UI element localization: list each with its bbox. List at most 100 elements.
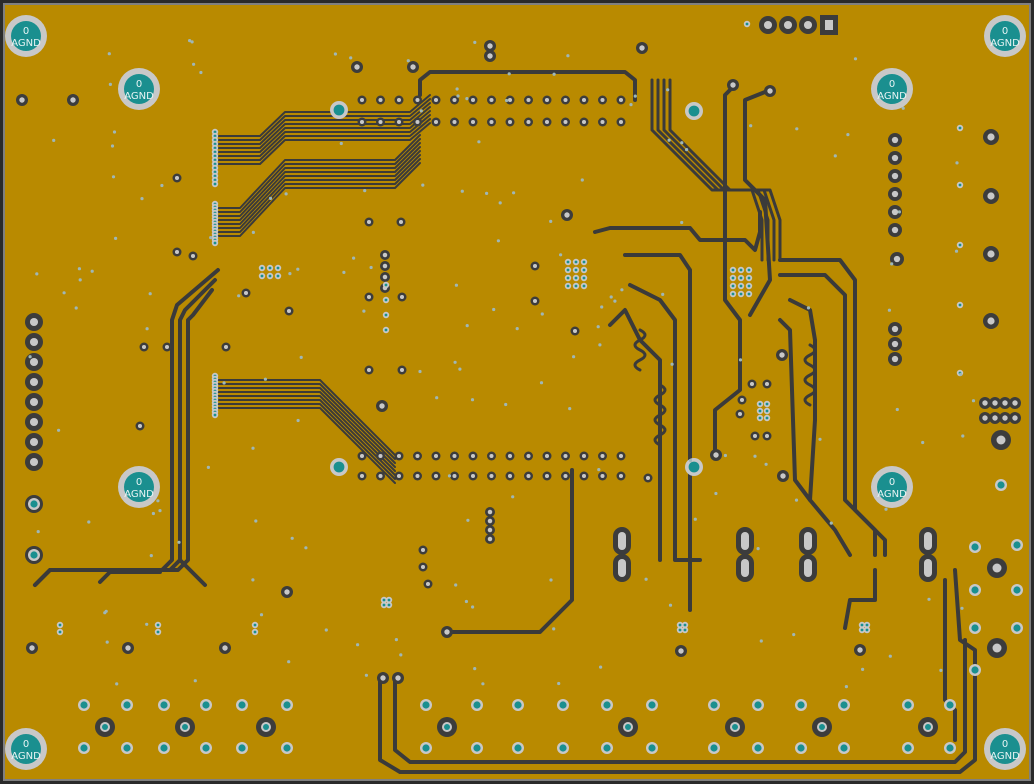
test-pad-center bbox=[971, 624, 979, 632]
copper-trace bbox=[33, 288, 214, 587]
via-drill bbox=[213, 241, 217, 245]
micro-via bbox=[222, 381, 226, 385]
pad-drill bbox=[29, 397, 39, 407]
micro-via bbox=[598, 343, 602, 347]
mounting-hole-name: AGND bbox=[11, 751, 41, 762]
pad-drill bbox=[780, 473, 786, 479]
oval-pad-drill bbox=[741, 559, 749, 577]
pad-drill bbox=[174, 175, 180, 181]
pad-drill bbox=[137, 423, 143, 429]
copper-trace bbox=[214, 150, 421, 225]
via-drill bbox=[213, 130, 217, 134]
pad-drill bbox=[749, 381, 755, 387]
pad-drill bbox=[399, 294, 405, 300]
via-drill bbox=[213, 146, 217, 150]
via-drill bbox=[156, 630, 160, 634]
pad-drill bbox=[452, 97, 457, 103]
test-pad-center bbox=[422, 744, 430, 752]
micro-via bbox=[566, 54, 570, 58]
test-pad-center bbox=[30, 551, 38, 559]
copper-trace bbox=[788, 298, 852, 557]
via-drill bbox=[213, 150, 217, 154]
via-drill bbox=[765, 402, 769, 406]
micro-via bbox=[145, 622, 149, 626]
micro-via bbox=[738, 358, 743, 362]
test-pad-center bbox=[238, 744, 246, 752]
via-drill bbox=[253, 623, 257, 627]
via-drill bbox=[213, 142, 217, 146]
micro-via bbox=[290, 536, 294, 540]
mounting-hole-name: AGND bbox=[124, 489, 154, 500]
micro-via bbox=[287, 660, 291, 664]
micro-via bbox=[356, 643, 360, 647]
pad-drill bbox=[783, 20, 793, 30]
micro-via bbox=[454, 283, 458, 287]
via-drill bbox=[213, 413, 217, 417]
pad-drill bbox=[996, 435, 1006, 445]
pad-drill bbox=[433, 473, 439, 479]
pad-drill bbox=[396, 473, 402, 479]
micro-via bbox=[149, 554, 153, 558]
micro-via bbox=[369, 265, 373, 270]
test-pad-center bbox=[603, 744, 611, 752]
via-drill bbox=[683, 628, 687, 632]
pad-drill bbox=[223, 344, 229, 350]
micro-via bbox=[955, 161, 959, 165]
micro-via bbox=[888, 654, 892, 658]
mounting-hole-net: 0 bbox=[889, 79, 895, 90]
copper-trace bbox=[214, 379, 396, 456]
micro-via bbox=[455, 87, 459, 91]
pad-drill bbox=[891, 226, 899, 234]
test-pad-center bbox=[1013, 541, 1021, 549]
micro-via bbox=[633, 94, 637, 98]
pad-drill bbox=[891, 154, 899, 162]
via-drill bbox=[865, 628, 869, 632]
pad-drill bbox=[507, 97, 513, 103]
micro-via bbox=[107, 52, 111, 56]
via-drill bbox=[276, 266, 280, 270]
pad-drill bbox=[526, 473, 531, 479]
via-drill bbox=[213, 138, 217, 142]
pad-drill bbox=[399, 367, 405, 373]
pad-drill bbox=[378, 97, 383, 103]
micro-via bbox=[846, 133, 850, 137]
pad-drill bbox=[378, 119, 383, 125]
pad-drill bbox=[600, 453, 605, 459]
copper-trace bbox=[668, 78, 782, 262]
micro-via bbox=[568, 407, 572, 411]
micro-via bbox=[419, 109, 423, 113]
pad-drill bbox=[398, 219, 404, 225]
micro-via bbox=[549, 578, 553, 582]
test-pad-center bbox=[422, 701, 430, 709]
pad-drill bbox=[763, 20, 773, 30]
test-pad-center bbox=[797, 701, 805, 709]
pad-drill bbox=[222, 645, 228, 651]
micro-via bbox=[552, 72, 556, 76]
test-pad-center bbox=[971, 586, 979, 594]
copper-trace bbox=[98, 570, 162, 584]
via-drill bbox=[958, 303, 962, 307]
micro-via bbox=[572, 355, 576, 359]
via-drill bbox=[739, 268, 743, 272]
via-drill bbox=[382, 603, 386, 607]
copper-trace bbox=[214, 158, 421, 233]
micro-via bbox=[418, 369, 422, 374]
micro-via bbox=[613, 299, 617, 303]
pad-drill bbox=[992, 643, 1002, 653]
test-pad-center bbox=[30, 500, 38, 508]
pad-drill bbox=[803, 20, 813, 30]
mounting-hole: 0 AGND bbox=[984, 15, 1026, 57]
via-drill bbox=[213, 170, 217, 174]
pad-drill bbox=[433, 453, 439, 459]
micro-via bbox=[299, 355, 303, 359]
pad-drill bbox=[639, 45, 645, 51]
micro-via bbox=[35, 272, 39, 276]
board-outline bbox=[3, 3, 1031, 781]
via-drill bbox=[384, 298, 388, 302]
micro-via bbox=[668, 603, 673, 607]
copper-trace bbox=[214, 407, 396, 484]
micro-via bbox=[829, 521, 833, 525]
micro-via bbox=[670, 362, 674, 366]
micro-via bbox=[884, 507, 888, 511]
micro-via bbox=[505, 98, 509, 103]
